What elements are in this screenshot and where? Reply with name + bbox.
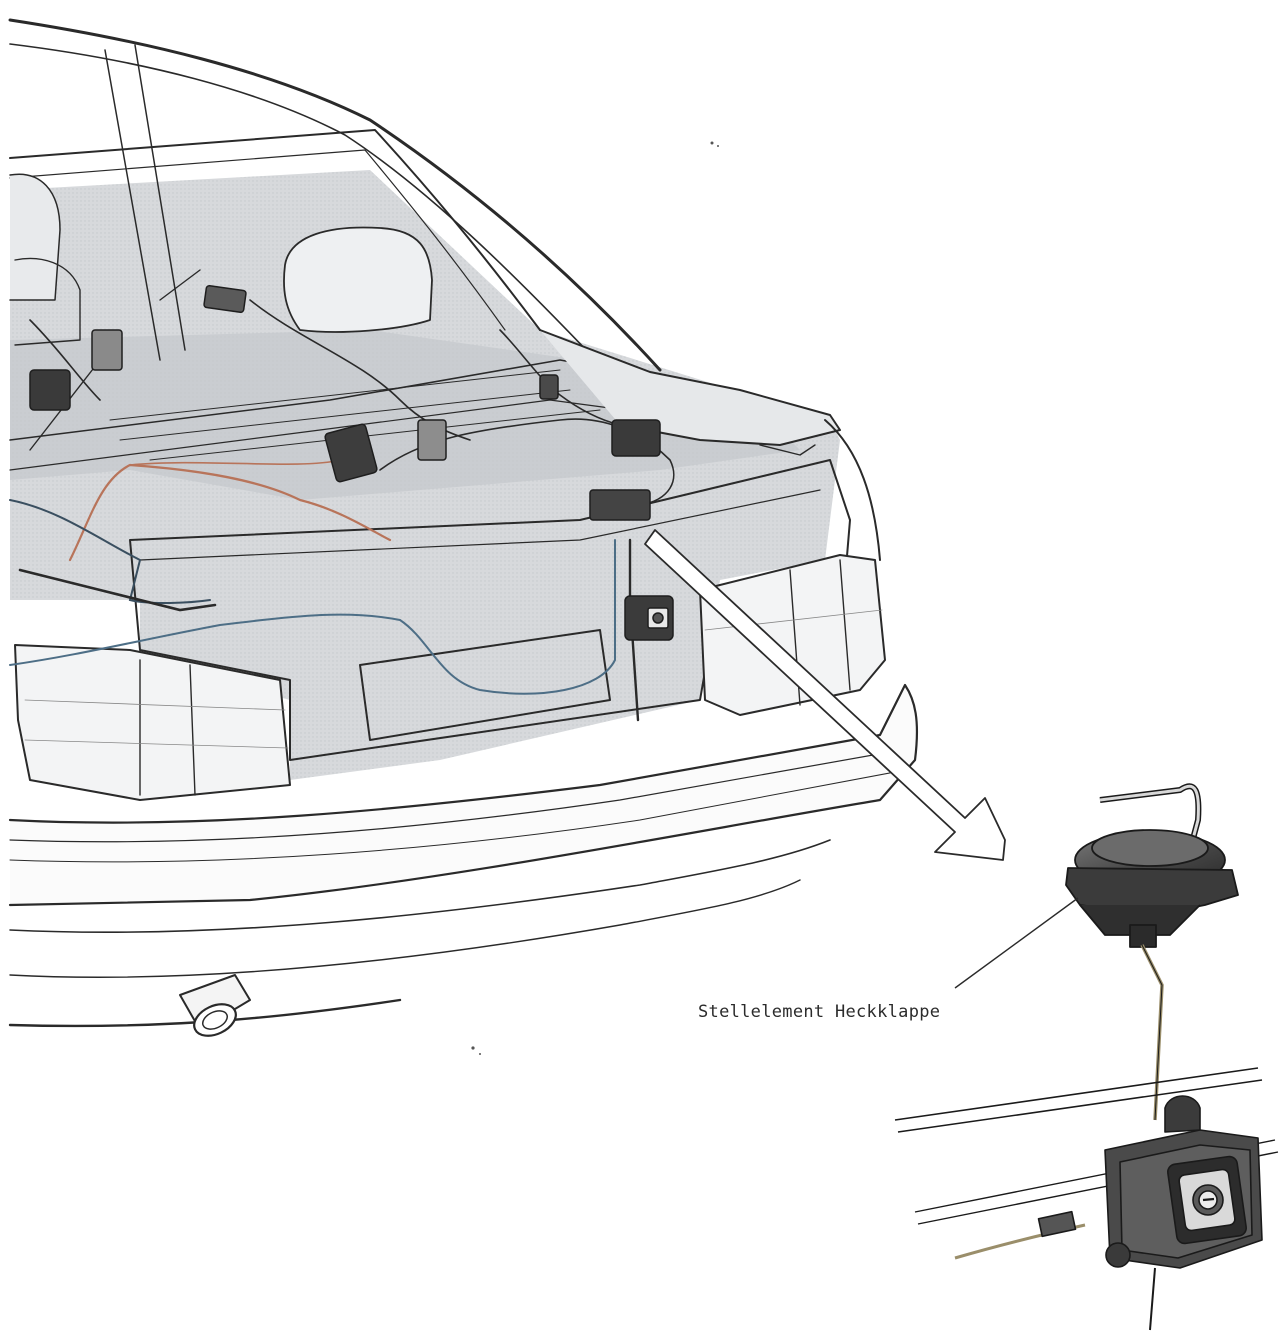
- tail-light-right: [699, 554, 886, 716]
- car-components: [29, 284, 674, 641]
- actuator-mount-on-car: [589, 489, 651, 521]
- seat-back: [14, 257, 81, 346]
- rear-spoiler: [539, 329, 841, 446]
- wire-blue-lower: [9, 539, 616, 695]
- tail-light-left: [14, 644, 291, 801]
- lock-shaft: [1149, 1267, 1156, 1331]
- tailgate-actuator-detail: [1065, 783, 1239, 1121]
- license-plate-recess: [359, 629, 611, 741]
- connector-small: [539, 374, 559, 400]
- connector-middle: [417, 419, 447, 461]
- relay-left: [91, 329, 123, 371]
- actuator-rod: [1140, 944, 1164, 1121]
- actuator-on-car: [611, 419, 661, 457]
- roof-line: [8, 18, 662, 372]
- headrest-right: [283, 226, 433, 333]
- central-lock-unit: [324, 423, 378, 483]
- headrest-left: [9, 173, 61, 301]
- rear-window-inner: [9, 149, 506, 331]
- rear-switch: [203, 284, 247, 314]
- rear-window-frame: [9, 129, 541, 331]
- callout-arrow: [644, 529, 1006, 861]
- b-pillar: [104, 44, 186, 361]
- lock-cylinder-detail: [894, 1067, 1279, 1331]
- cable-clip: [1037, 1210, 1077, 1238]
- print-specks: [471, 141, 719, 1055]
- lock-knob: [1164, 1095, 1201, 1133]
- wire-red: [68, 463, 392, 562]
- roof-inner-line: [9, 43, 611, 376]
- rear-bumper: [8, 683, 919, 907]
- wiring-harness: [9, 269, 675, 722]
- actuator-plunger: [1129, 924, 1157, 948]
- actuator-callout-label: Stellelement Heckklappe: [698, 1002, 941, 1022]
- label-leader-line: [954, 897, 1079, 989]
- connector-left: [29, 369, 71, 411]
- car-illustration: [8, 18, 919, 1037]
- exhaust-pipe: [179, 974, 251, 1037]
- detail-rail-top: [894, 1067, 1263, 1133]
